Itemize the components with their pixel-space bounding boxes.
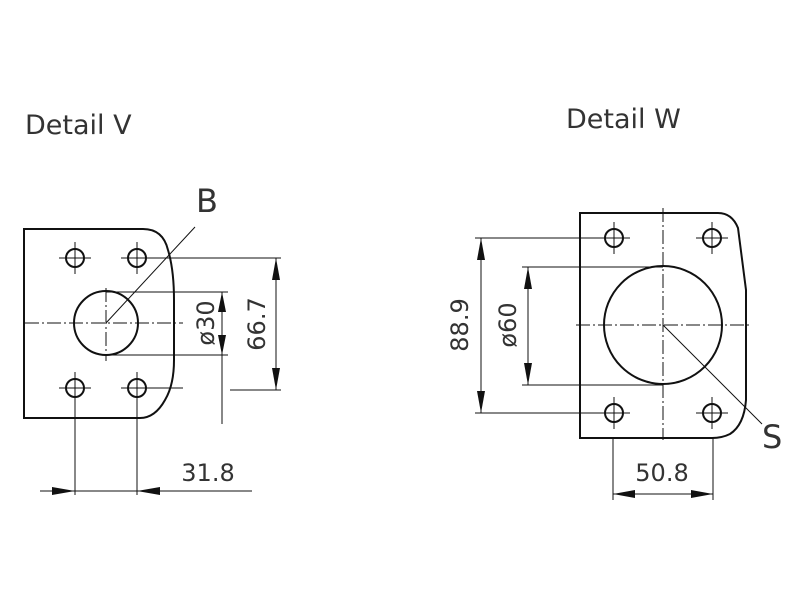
detail-w-title: Detail W — [566, 104, 681, 135]
hole-centerlines — [598, 222, 728, 429]
detail-v-title: Detail V — [25, 110, 132, 141]
dimension-bore-v: ø30 — [106, 291, 228, 424]
dim-bolt-vertical-v-label: 66.7 — [243, 297, 271, 350]
dimension-bolt-vertical-v: 66.7 — [155, 257, 281, 391]
detail-w-bolt-holes — [598, 222, 728, 429]
callout-b: B — [196, 182, 218, 220]
detail-v-bolt-holes — [59, 242, 183, 404]
leader-s — [662, 324, 763, 425]
hole-centerlines — [59, 242, 183, 404]
dim-bore-w-label: ø60 — [494, 302, 522, 347]
dimension-bolt-vertical-w: 88.9 — [446, 237, 600, 414]
dimension-bolt-horizontal-w: 50.8 — [612, 438, 714, 500]
dim-bolt-horizontal-v-label: 31.8 — [181, 459, 234, 487]
dim-bolt-horizontal-w-label: 50.8 — [635, 459, 688, 487]
dimension-bore-w: ø60 — [494, 266, 663, 386]
detail-v: Detail V B ø30 66.7 — [23, 110, 281, 495]
detail-v-flange-outline — [23, 228, 175, 419]
dim-bore-v-label: ø30 — [192, 300, 220, 345]
dim-bolt-vertical-w-label: 88.9 — [446, 298, 474, 351]
leader-b — [105, 226, 196, 324]
detail-w: Detail W S 88.9 ø60 — [446, 104, 782, 500]
callout-s: S — [762, 418, 782, 456]
dimension-bolt-horizontal-v: 31.8 — [40, 398, 252, 495]
detail-w-flange-outline — [579, 212, 747, 439]
